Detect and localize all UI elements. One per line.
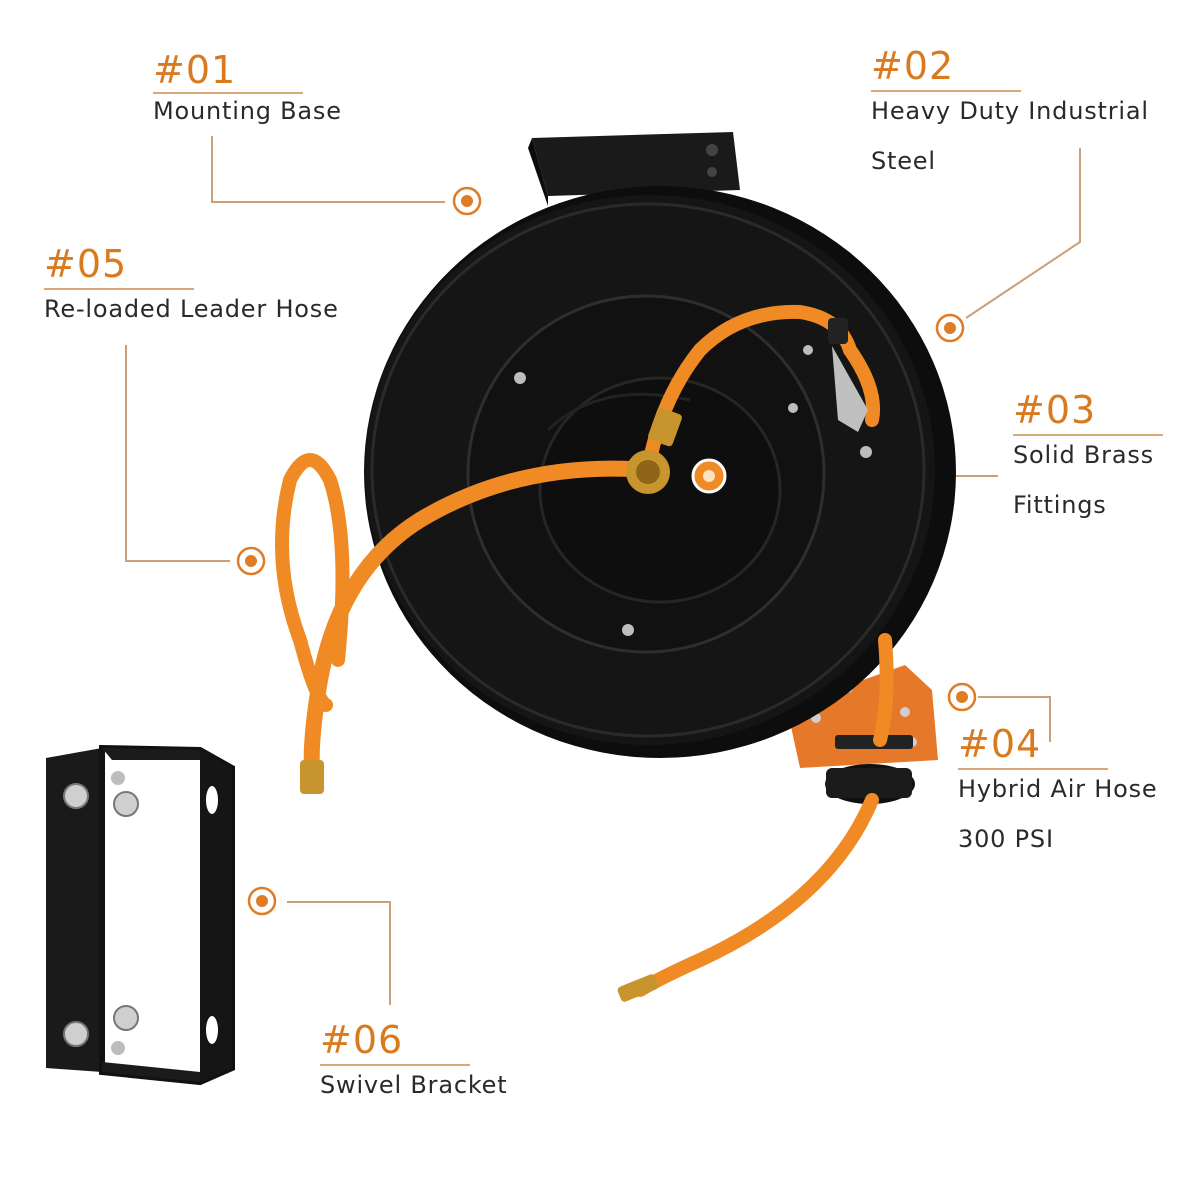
callout-underline [320, 1064, 470, 1066]
leader-line-01 [211, 136, 445, 203]
callout-underline [153, 92, 303, 94]
callout-label: Hybrid Air Hose [958, 775, 1158, 803]
callout-underline [958, 768, 1108, 770]
callout-label: Fittings [1013, 491, 1107, 519]
callout-label: Heavy Duty Industrial [871, 97, 1149, 125]
marker-04 [947, 682, 977, 712]
swivel-bracket [46, 744, 235, 1086]
hose-end-fitting-lower [617, 974, 659, 1002]
callout-05: #05 Re-loaded Leader Hose [44, 242, 339, 334]
marker-05 [236, 546, 266, 576]
leader-line-02 [965, 148, 1081, 319]
leader-line-05 [125, 345, 230, 562]
callout-number: #05 [44, 242, 128, 286]
brass-fittings [300, 318, 868, 794]
callout-label: Swivel Bracket [320, 1071, 508, 1099]
callout-06: #06 Swivel Bracket [320, 1018, 507, 1110]
leader-hose [275, 304, 880, 778]
mounting-base [528, 132, 740, 206]
marker-06 [247, 886, 277, 916]
marker-02 [935, 313, 965, 343]
callout-03: #03 Solid Brass Fittings [1013, 388, 1163, 530]
callout-underline [44, 288, 194, 290]
callout-label: Steel [871, 147, 936, 175]
callout-markers [236, 186, 977, 916]
leader-line-04 [978, 696, 1051, 742]
callout-number: #01 [153, 48, 237, 92]
callout-number: #03 [1013, 388, 1097, 432]
callout-01: #01 Mounting Base [153, 48, 342, 136]
callout-label: Mounting Base [153, 97, 342, 125]
callout-02: #02 Heavy Duty Industrial Steel [871, 44, 1149, 186]
callout-label: 300 PSI [958, 825, 1054, 853]
swivel-mount [790, 665, 938, 804]
callout-04: #04 Hybrid Air Hose 300 PSI [958, 722, 1157, 864]
hybrid-air-hose [633, 633, 894, 997]
callout-label: Solid Brass [1013, 441, 1154, 469]
callout-number: #04 [958, 722, 1042, 766]
marker-01 [452, 186, 482, 216]
callout-number: #02 [871, 44, 955, 88]
callout-label: Re-loaded Leader Hose [44, 295, 339, 323]
marker-03 [691, 458, 727, 494]
callout-underline [871, 90, 1021, 92]
callout-underline [1013, 434, 1163, 436]
leader-line-06 [287, 901, 391, 1005]
callout-number: #06 [320, 1018, 404, 1062]
